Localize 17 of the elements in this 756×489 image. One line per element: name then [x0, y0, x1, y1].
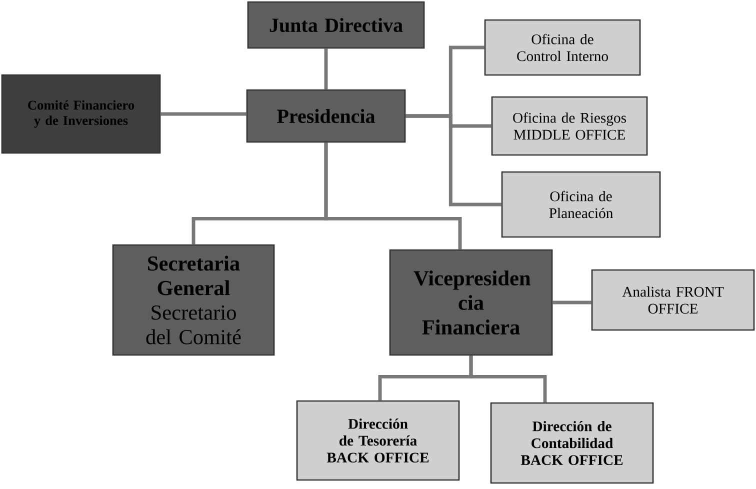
- org-box: Junta Directiva: [247, 1, 425, 49]
- org-box: Oficina de Control Interno: [484, 19, 641, 76]
- org-box: Analista FRONT OFFICE: [591, 269, 755, 331]
- connector-line: [324, 48, 328, 90]
- org-box: Comité Financiero y de Inversiones: [1, 74, 161, 154]
- connector-line: [469, 356, 547, 402]
- connector-line: [406, 114, 502, 206]
- org-box: Dirección de Tesorería BACK OFFICE: [296, 400, 460, 481]
- org-box: Dirección de Contabilidad BACK OFFICE: [490, 402, 654, 484]
- org-box: Presidencia: [246, 89, 406, 143]
- org-box: Secretaria General Secretario del Comité: [112, 244, 275, 356]
- org-box: Oficina de Planeación: [501, 171, 661, 238]
- connector-line: [324, 142, 462, 250]
- connector-line: [160, 112, 246, 116]
- connector-line: [552, 300, 592, 304]
- org-box: Oficina de Riesgos MIDDLE OFFICE: [491, 96, 648, 156]
- org-box: Vicepresiden cia Financiera: [389, 249, 553, 356]
